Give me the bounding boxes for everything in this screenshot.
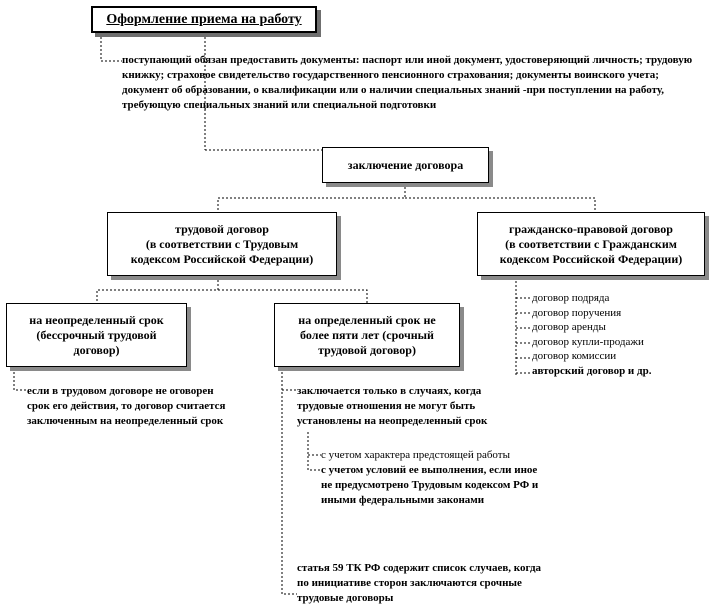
fixed-sub-conditions: с учетом условий ее выполнения, если ино… — [321, 464, 539, 506]
labor-line-3: кодексом Российской Федерации) — [130, 251, 314, 266]
list-item: авторский договор и др. — [532, 364, 652, 377]
civil-line-2: (в соответствии с Гражданским — [505, 236, 677, 251]
fixed-line-2: более пяти лет (срочный — [300, 327, 434, 342]
list-item: договор купли-продажи — [532, 335, 644, 348]
fixed-line-1: на определенный срок не — [298, 312, 436, 327]
indefinite-line-1: на неопределенный срок — [29, 312, 164, 327]
civil-contract-box: гражданско-правовой договор (в соответст… — [477, 212, 705, 276]
list-item: договор подряда — [532, 292, 610, 304]
list-item: договор поручения — [532, 306, 622, 319]
indefinite-line-2: (бессрочный трудовой — [36, 327, 157, 342]
fixed-term-note: заключается только в случаях, когда труд… — [297, 385, 488, 427]
fixed-sub-work-nature: с учетом характера предстоящей работы — [321, 449, 510, 461]
civil-line-1: гражданско-правовой договор — [509, 221, 673, 236]
indefinite-line-3: договор) — [73, 342, 120, 357]
page-title: Оформление приема на работу — [91, 6, 317, 33]
civil-line-3: кодексом Российской Федерации) — [499, 251, 683, 266]
labor-line-2: (в соответствии с Трудовым — [145, 236, 299, 251]
page-title-text: Оформление приема на работу — [106, 12, 302, 27]
fixed-line-3: трудовой договор) — [318, 342, 416, 357]
indefinite-term-box: на неопределенный срок (бессрочный трудо… — [6, 303, 187, 367]
labor-contract-box: трудовой договор (в соответствии с Трудо… — [107, 212, 337, 276]
contract-box: заключение договора — [322, 147, 489, 183]
indefinite-note: если в трудовом договоре не оговорен сро… — [27, 385, 226, 427]
article-59-note: статья 59 ТК РФ содержит список случаев,… — [297, 562, 542, 604]
documents-note: поступающий обязан предоставить документ… — [122, 54, 693, 111]
fixed-term-box: на определенный срок не более пяти лет (… — [274, 303, 460, 367]
civil-contract-types-list: договор подряда договор поручения догово… — [532, 291, 651, 378]
list-item: договор аренды — [532, 321, 606, 333]
contract-label: заключение договора — [347, 157, 464, 172]
labor-line-1: трудовой договор — [175, 221, 269, 236]
list-item: договор комиссии — [532, 350, 617, 362]
